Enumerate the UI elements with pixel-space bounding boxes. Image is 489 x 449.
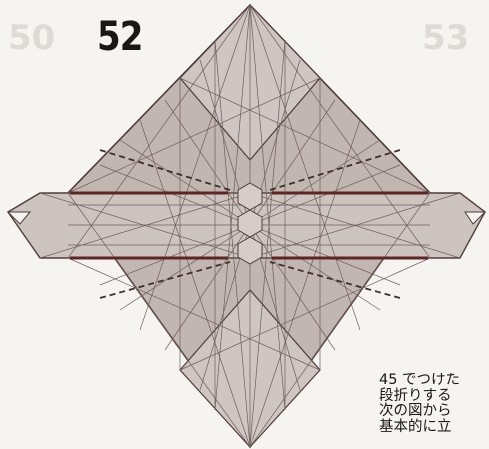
caption-line-2: 段折りする [379,389,489,405]
step-number: 52 [97,14,143,60]
caption-line-3: 次の図から [379,404,489,420]
caption-line-4: 基本的に立 [379,420,489,436]
instruction-caption: 45 でつけた 段折りする 次の図から 基本的に立 [379,373,489,435]
center-hexagons [238,183,262,264]
caption-line-1: 45 でつけた [379,373,489,389]
